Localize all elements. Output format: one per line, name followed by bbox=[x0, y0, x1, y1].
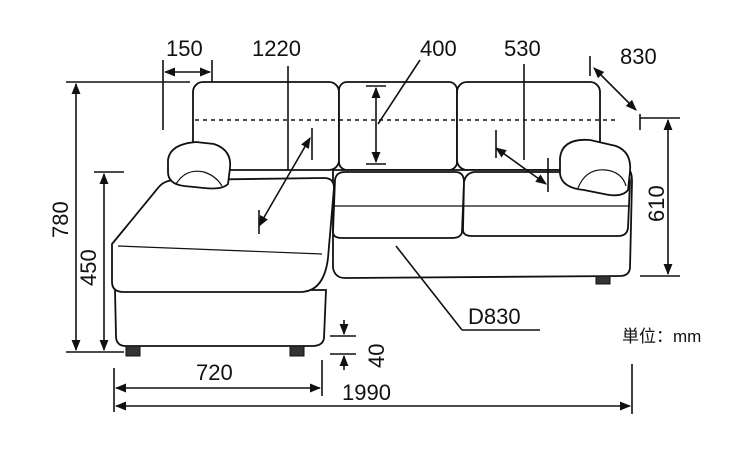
seat-cushion-middle bbox=[332, 171, 465, 239]
armrest-right bbox=[559, 138, 632, 197]
label-chaise-length: 1220 bbox=[252, 36, 301, 61]
label-chaise-width: 720 bbox=[196, 360, 233, 385]
armrest-right-roll bbox=[577, 169, 627, 189]
label-seat-height: 450 bbox=[76, 249, 101, 286]
dim-depth-leader bbox=[395, 245, 540, 331]
dim-seat-height bbox=[94, 171, 124, 352]
label-total-height: 780 bbox=[48, 201, 73, 238]
label-arm-height: 610 bbox=[644, 185, 669, 222]
back-cushion-middle bbox=[338, 81, 458, 171]
armrest-left-roll bbox=[175, 170, 223, 187]
dim-total-width bbox=[114, 364, 633, 414]
dim-back-height bbox=[366, 59, 421, 165]
label-arm-width: 150 bbox=[166, 36, 203, 61]
unit-note: 単位：mm bbox=[622, 327, 701, 346]
dim-arm-height bbox=[640, 117, 680, 277]
dim-arm-width bbox=[162, 60, 213, 130]
chaise-cushion bbox=[111, 177, 335, 293]
label-back-depth: 830 bbox=[620, 44, 657, 69]
dim-seat-depth bbox=[495, 64, 549, 192]
sofa-outline bbox=[111, 81, 633, 357]
chaise-base bbox=[114, 289, 327, 347]
dim-chaise-length bbox=[258, 66, 313, 234]
label-total-width: 1990 bbox=[342, 380, 391, 405]
label-leg-height: 40 bbox=[364, 344, 389, 368]
label-back-height: 400 bbox=[420, 36, 457, 61]
label-seat-depth: 530 bbox=[504, 36, 541, 61]
leg-front-left bbox=[125, 345, 141, 357]
dim-chaise-width bbox=[113, 360, 323, 412]
dim-total-height bbox=[66, 81, 190, 353]
chaise-front-edge bbox=[117, 245, 323, 255]
label-depth: D830 bbox=[468, 304, 521, 329]
dim-back-depth bbox=[589, 56, 641, 130]
leg-right bbox=[595, 275, 611, 285]
dim-leg-height bbox=[330, 320, 356, 370]
leg-front-chaise bbox=[289, 345, 305, 357]
